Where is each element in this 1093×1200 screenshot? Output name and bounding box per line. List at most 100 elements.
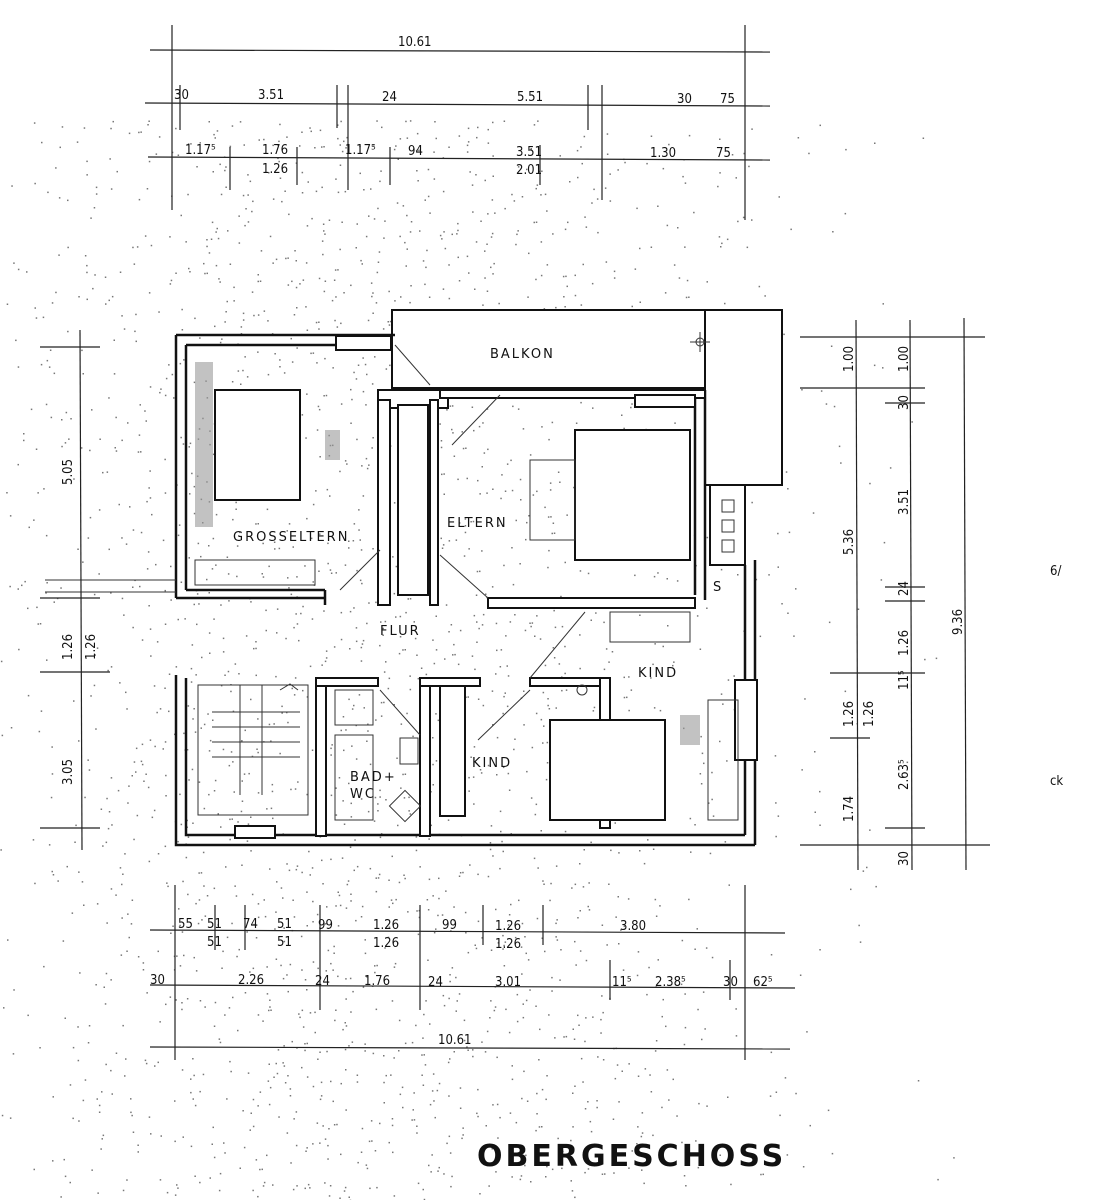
- speckle: [125, 1058, 127, 1060]
- speckle: [245, 208, 247, 210]
- speckle: [287, 577, 289, 579]
- speckle: [131, 775, 133, 777]
- speckle: [446, 409, 448, 411]
- speckle: [604, 187, 607, 189]
- speckle: [547, 566, 549, 569]
- speckle: [368, 602, 370, 604]
- speckle: [548, 1014, 550, 1016]
- speckle: [542, 880, 544, 882]
- speckle: [764, 1153, 767, 1155]
- speckle: [407, 911, 409, 913]
- speckle: [700, 735, 702, 738]
- speckle: [643, 862, 646, 865]
- speckle: [21, 584, 23, 587]
- speckle: [229, 263, 232, 265]
- margin-mark: ck: [1050, 774, 1063, 789]
- speckle: [304, 1187, 306, 1190]
- speckle: [18, 648, 20, 651]
- speckle: [133, 263, 136, 265]
- speckle: [345, 1069, 347, 1071]
- speckle: [590, 1130, 593, 1133]
- speckle: [621, 414, 623, 416]
- speckle: [177, 840, 179, 843]
- speckle: [150, 1133, 152, 1135]
- speckle: [584, 1040, 586, 1043]
- speckle: [525, 538, 527, 541]
- speckle: [208, 121, 210, 123]
- speckle: [324, 280, 327, 282]
- speckle: [185, 856, 188, 859]
- speckle: [544, 950, 546, 953]
- speckle: [583, 135, 586, 138]
- speckle: [15, 339, 17, 342]
- speckle: [158, 311, 160, 313]
- speckle: [203, 807, 206, 810]
- speckle: [192, 1058, 194, 1060]
- speckle: [35, 317, 38, 319]
- speckle: [122, 873, 124, 875]
- speckle: [159, 1021, 161, 1023]
- speckle: [91, 409, 93, 411]
- speckle: [536, 1092, 538, 1095]
- speckle: [341, 221, 343, 223]
- speckle: [326, 488, 329, 491]
- speckle: [661, 1106, 663, 1109]
- speckle: [191, 472, 193, 475]
- speckle: [662, 645, 664, 648]
- speckle: [453, 1051, 455, 1053]
- speckle: [751, 128, 753, 130]
- speckle: [195, 674, 197, 676]
- speckle: [136, 814, 139, 817]
- speckle: [252, 967, 255, 970]
- speckle: [311, 217, 313, 220]
- speckle: [130, 1098, 132, 1100]
- speckle: [195, 970, 198, 972]
- speckle: [517, 230, 519, 232]
- speckle: [238, 242, 241, 244]
- speckle: [196, 166, 198, 168]
- speckle: [288, 587, 290, 589]
- speckle: [551, 532, 553, 535]
- speckle: [114, 447, 116, 449]
- speckle: [808, 152, 810, 155]
- speckle: [235, 895, 238, 897]
- speckle: [686, 279, 689, 282]
- speckle: [525, 952, 527, 955]
- speckle: [330, 754, 332, 756]
- speckle: [260, 250, 263, 252]
- speckle: [312, 921, 314, 923]
- speckle: [231, 125, 234, 127]
- speckle: [370, 188, 372, 190]
- speckle: [110, 127, 112, 130]
- speckle: [349, 977, 352, 980]
- speckle: [186, 749, 189, 751]
- speckle: [356, 1081, 359, 1083]
- speckle: [220, 684, 223, 687]
- speckle: [343, 292, 345, 294]
- speckle: [164, 394, 167, 397]
- speckle: [508, 914, 511, 916]
- speckle: [411, 1119, 413, 1121]
- speckle: [88, 1025, 91, 1027]
- speckle: [445, 604, 448, 606]
- speckle: [544, 506, 546, 509]
- speckle: [426, 249, 428, 252]
- speckle: [616, 1064, 619, 1066]
- speckle: [276, 1072, 279, 1075]
- speckle: [573, 486, 575, 489]
- speckle: [388, 906, 390, 908]
- speckle: [156, 641, 159, 643]
- speckle: [229, 1060, 231, 1063]
- speckle: [484, 277, 486, 279]
- speckle: [517, 166, 520, 168]
- speckle: [76, 141, 79, 143]
- speckle: [199, 142, 201, 144]
- speckle: [227, 670, 230, 673]
- speckle: [288, 523, 291, 525]
- speckle: [770, 1051, 773, 1054]
- speckle: [379, 789, 381, 792]
- speckle: [275, 911, 277, 913]
- speckle: [131, 899, 134, 901]
- speckle: [551, 1168, 554, 1171]
- speckle: [357, 1161, 359, 1164]
